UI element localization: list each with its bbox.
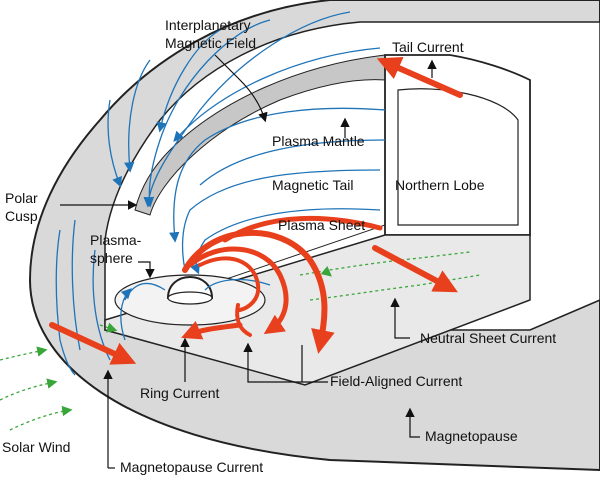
- label-interplanetary-magnetic-field-2: Magnetic Field: [165, 35, 256, 51]
- label-magnetopause: Magnetopause: [425, 428, 518, 444]
- label-magnetic-tail: Magnetic Tail: [272, 177, 353, 193]
- label-ring-current: Ring Current: [140, 385, 219, 401]
- label-interplanetary-magnetic-field-1: Interplanetary: [165, 17, 251, 33]
- label-polar-cusp-1: Polar: [5, 190, 38, 206]
- label-polar-cusp-2: Cusp: [5, 208, 38, 224]
- label-field-aligned-current: Field-Aligned Current: [330, 373, 462, 389]
- label-plasmasphere-1: Plasma-: [90, 232, 142, 248]
- earth-base: [167, 291, 213, 305]
- northern-lobe-inner: [397, 88, 519, 226]
- label-neutral-sheet-current: Neutral Sheet Current: [420, 330, 556, 346]
- label-plasma-mantle: Plasma Mantle: [272, 133, 365, 149]
- label-magnetopause-current: Magnetopause Current: [120, 459, 263, 475]
- current-arrows: [49, 57, 463, 365]
- magnetic-field-lines: [55, 11, 386, 376]
- label-northern-lobe: Northern Lobe: [395, 177, 485, 193]
- plasma-mantle-surface: [134, 54, 386, 216]
- label-solar-wind: Solar Wind: [2, 439, 70, 455]
- label-plasma-sheet: Plasma Sheet: [278, 217, 365, 233]
- leader-lines: [60, 54, 437, 469]
- label-tail-current: Tail Current: [392, 39, 464, 55]
- label-plasmasphere-2: sphere: [90, 250, 133, 266]
